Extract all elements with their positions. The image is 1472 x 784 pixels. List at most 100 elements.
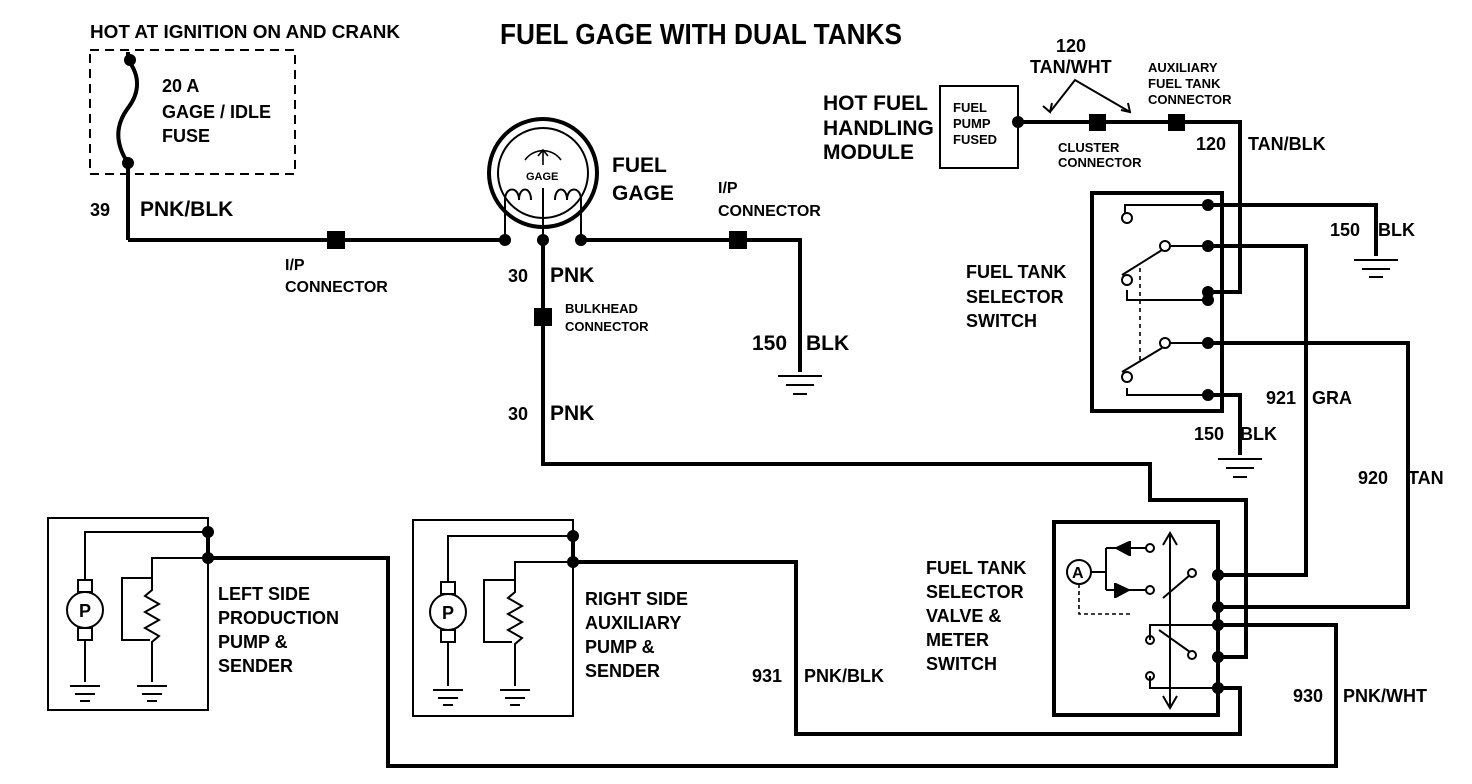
ip-connector-left-label-2: CONNECTOR	[285, 279, 388, 296]
pump-fused-label-2: PUMP	[953, 116, 991, 131]
ground-150a-color: BLK	[806, 332, 849, 355]
fuse-terminal-bottom	[122, 157, 134, 169]
gage-terminal-left	[499, 234, 511, 246]
wire-921-color: GRA	[1312, 388, 1352, 408]
wire-120b-color: TAN/BLK	[1248, 134, 1326, 154]
ground-icon-left	[70, 685, 167, 702]
bulkhead-label-2: CONNECTOR	[565, 319, 649, 334]
ammeter-symbol: A	[1072, 565, 1084, 582]
sender-resistor-icon	[505, 580, 525, 686]
ip-connector-right-label-1: I/P	[718, 180, 738, 197]
right-pump-label-4: SENDER	[585, 661, 660, 681]
wire-39-color: PNK/BLK	[140, 198, 233, 221]
left-pump-symbol: P	[79, 601, 91, 621]
aux-connector-label-2: FUEL TANK	[1148, 76, 1221, 91]
pump-icon	[66, 591, 104, 629]
selector-switch-box	[1090, 191, 1224, 413]
fuse-terminal-top	[124, 54, 136, 66]
wire-931-number: 931	[752, 666, 782, 686]
wire-30a-color: PNK	[550, 264, 594, 287]
fuse-block: HOT AT IGNITION ON AND CRANK 20 A GAGE /…	[89, 22, 400, 240]
selector-switch-label-1: FUEL TANK	[966, 262, 1066, 282]
fuse-element	[116, 52, 139, 240]
left-pump-label-3: PUMP &	[218, 632, 288, 652]
wire-120-callout	[1049, 78, 1131, 113]
right-pump-label-3: PUMP &	[585, 637, 655, 657]
left-pump-label-1: LEFT SIDE	[218, 584, 310, 604]
fuel-gage: GAGE FUEL GAGE	[487, 117, 674, 246]
selector-switch-label-3: SWITCH	[966, 311, 1037, 331]
wire-30b-color: PNK	[550, 402, 594, 425]
ip-connector-left	[327, 231, 345, 249]
selector-valve-box	[1052, 520, 1220, 717]
ip-connector-right	[729, 231, 747, 249]
ip-connector-left-label-1: I/P	[285, 257, 305, 274]
right-pump-label-2: AUXILIARY	[585, 613, 681, 633]
wire-39-number: 39	[90, 200, 110, 220]
ground-icon-c	[1218, 458, 1262, 478]
fuel-gage-label-2: GAGE	[612, 182, 674, 205]
wire-30a-number: 30	[508, 266, 528, 286]
wire-931	[571, 536, 1242, 736]
wire-921-number: 921	[1266, 388, 1296, 408]
ip-connector-right-label-2: CONNECTOR	[718, 203, 821, 220]
pump-fused-label-3: FUSED	[953, 132, 997, 147]
ground-icon-right	[433, 689, 530, 706]
pump-icon	[429, 593, 467, 631]
wire-gage-ground	[581, 238, 802, 372]
hot-fuel-label-3: MODULE	[823, 141, 914, 164]
gage-needle-icon	[537, 148, 549, 165]
left-pump-box	[47, 517, 209, 711]
cluster-connector-label-1: CLUSTER	[1058, 140, 1120, 155]
left-pump-label-2: PRODUCTION	[218, 608, 339, 628]
wire-920-number: 920	[1358, 468, 1388, 488]
hot-fuel-label-1: HOT FUEL	[823, 92, 928, 115]
cluster-connector-label-2: CONNECTOR	[1058, 155, 1142, 170]
wire-921	[1208, 244, 1308, 577]
valve-label-3: VALVE &	[926, 606, 1001, 626]
selector-switch-label-2: SELECTOR	[966, 287, 1064, 307]
right-pump-box	[412, 519, 574, 717]
ground-150a-number: 150	[752, 332, 787, 355]
wire-valve-jumper	[1218, 607, 1248, 659]
bulkhead-label-1: BULKHEAD	[565, 301, 638, 316]
pump-fused-label-1: FUEL	[953, 100, 987, 115]
sender-resistor-icon	[142, 578, 162, 682]
aux-connector-label-3: CONNECTOR	[1148, 92, 1232, 107]
left-pump-internals: P	[66, 526, 214, 702]
ground-150b-number: 150	[1330, 220, 1360, 240]
wire-931-color: PNK/BLK	[804, 666, 884, 686]
wire-920-color: TAN	[1408, 468, 1444, 488]
gage-coils	[504, 188, 582, 201]
valve-label-4: METER	[926, 630, 989, 650]
fuse-label-3: FUSE	[162, 126, 210, 146]
wire-30b-number: 30	[508, 404, 528, 424]
right-pump-symbol: P	[442, 603, 454, 623]
diode-icon	[1114, 541, 1131, 598]
fuse-label-1: 20 A	[162, 76, 199, 96]
selector-valve-internals: A	[1066, 531, 1224, 710]
ground-150b-color: BLK	[1378, 220, 1415, 240]
fuse-label-2: GAGE / IDLE	[162, 102, 271, 122]
aux-connector-label-1: AUXILIARY	[1148, 60, 1218, 75]
wire-930-color: PNK/WHT	[1343, 686, 1427, 706]
selector-switch-contacts	[1121, 199, 1214, 401]
valve-label-2: SELECTOR	[926, 582, 1024, 602]
wire-120-number: 120	[1056, 36, 1086, 56]
fuel-gage-label-1: FUEL	[612, 154, 667, 177]
valve-label-1: FUEL TANK	[926, 558, 1026, 578]
gage-leads	[504, 188, 582, 240]
wire-switch-ground-top	[1208, 203, 1378, 256]
ground-icon	[778, 375, 822, 395]
hot-ignition-label: HOT AT IGNITION ON AND CRANK	[90, 22, 400, 42]
callout-arrowheads	[1042, 102, 1132, 114]
left-pump-label-4: SENDER	[218, 656, 293, 676]
diagram-title: FUEL GAGE WITH DUAL TANKS	[500, 19, 902, 51]
ground-icon-b	[1354, 259, 1398, 278]
valve-label-5: SWITCH	[926, 654, 997, 674]
right-pump-label-1: RIGHT SIDE	[585, 589, 688, 609]
wire-switch-ground-bottom	[1208, 393, 1242, 455]
wire-120-color: TAN/WHT	[1030, 57, 1112, 77]
valve-actuator-arrow	[1162, 531, 1178, 710]
